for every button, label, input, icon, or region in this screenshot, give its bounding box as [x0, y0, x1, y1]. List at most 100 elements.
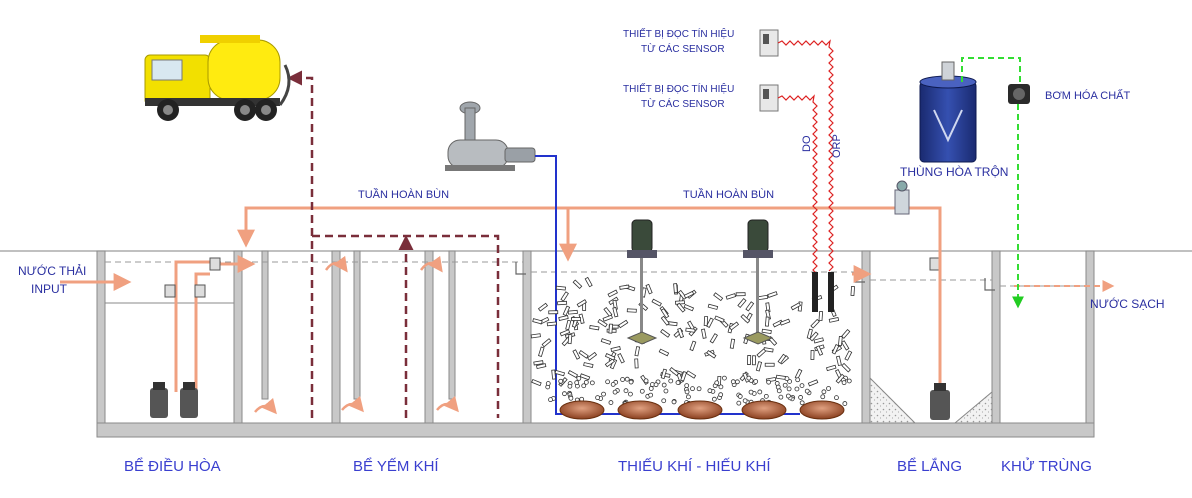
bubble — [696, 386, 702, 392]
input-label-1: NƯỚC THẢI — [18, 263, 86, 278]
bubble — [538, 346, 545, 357]
bubble — [818, 311, 824, 322]
transfer-pipes — [174, 255, 256, 392]
bubble — [618, 319, 629, 329]
bubble — [683, 303, 695, 312]
bubble — [841, 329, 851, 339]
bubble — [728, 321, 740, 331]
bubble — [777, 353, 787, 364]
mixing-tank-icon — [919, 61, 977, 163]
bubble — [673, 283, 678, 294]
bubble — [753, 379, 759, 384]
tank-label-disinfection: KHỬ TRÙNG — [1001, 457, 1092, 475]
bubble — [586, 351, 598, 361]
bubble — [685, 327, 696, 333]
signal-wire — [777, 39, 834, 275]
bubble — [795, 377, 801, 383]
output-label: NƯỚC SẠCH — [1090, 296, 1165, 311]
bubble — [842, 401, 848, 406]
input-label-2: INPUT — [31, 282, 68, 296]
bubble — [608, 400, 614, 405]
bubble — [844, 350, 853, 361]
bubble — [546, 321, 557, 327]
bubble — [576, 375, 582, 381]
bubble — [677, 327, 685, 339]
recycle-label-right: TUẦN HOÀN BÙN — [683, 188, 774, 201]
bubble — [776, 388, 782, 394]
weirs — [515, 262, 995, 291]
bubble — [820, 394, 826, 400]
bubble — [703, 316, 709, 327]
bubble — [809, 331, 819, 342]
bubble — [565, 319, 572, 331]
bubble — [706, 350, 717, 359]
bubble — [683, 290, 695, 299]
bubble — [557, 300, 568, 306]
bubble — [551, 369, 557, 380]
bubble — [531, 378, 542, 387]
bubble — [804, 388, 810, 394]
bubble — [784, 376, 790, 382]
bubble — [584, 276, 593, 288]
bubble — [707, 388, 713, 394]
bubble — [841, 380, 847, 386]
sludge-pipe — [287, 70, 500, 418]
bubble — [778, 394, 784, 400]
pump-icon — [930, 383, 950, 420]
sensor-device-2-line-1: THIẾT BỊ ĐỌC TÍN HIỆU — [623, 82, 734, 95]
bubble — [764, 316, 770, 327]
bubble — [714, 315, 725, 323]
bubble — [745, 301, 755, 312]
chemical-pump-icon — [1008, 84, 1030, 104]
bubble — [751, 355, 757, 366]
bubble — [648, 392, 654, 398]
bubble — [676, 302, 686, 313]
bubble — [624, 376, 630, 382]
bubble — [701, 328, 707, 339]
bubble — [721, 375, 727, 381]
bubble — [707, 303, 719, 310]
bubble — [850, 285, 855, 297]
bubble — [589, 325, 600, 331]
bubble — [799, 383, 805, 388]
bubble — [554, 369, 566, 377]
bubble — [558, 378, 564, 384]
water-level — [105, 261, 1086, 304]
bubble — [612, 306, 619, 318]
bubble — [626, 308, 637, 313]
sensor-device-1-line-2: TỪ CÁC SENSOR — [641, 42, 725, 55]
bubble — [785, 393, 791, 399]
bubble — [742, 398, 748, 404]
bubble — [660, 328, 671, 338]
bubble — [601, 391, 606, 397]
bubble — [597, 318, 608, 328]
bubble — [612, 389, 618, 395]
bubble — [757, 389, 763, 395]
bubble — [767, 291, 778, 298]
bubble — [740, 314, 751, 324]
bubble — [610, 382, 616, 387]
bubble — [581, 383, 587, 389]
bubble — [775, 374, 787, 380]
bubble — [595, 395, 601, 401]
diffuser-icon — [559, 400, 845, 420]
bubble — [537, 302, 549, 312]
bubble — [530, 333, 541, 339]
bubble — [680, 371, 688, 382]
bubble — [807, 379, 819, 387]
bubble — [685, 370, 697, 379]
bubble — [761, 328, 772, 335]
bubble — [794, 368, 803, 380]
bubble — [737, 298, 747, 308]
bubble — [837, 336, 843, 347]
bubble — [713, 292, 724, 302]
sensor-device-2-line-2: TỪ CÁC SENSOR — [641, 97, 725, 110]
bubble — [558, 315, 569, 321]
bubble — [711, 396, 717, 402]
tank-label-anaerobic: BỂ YẾM KHÍ — [353, 457, 439, 475]
bubble — [533, 360, 544, 366]
bubble — [572, 349, 581, 360]
mixing-tank-label: THÙNG HÒA TRỘN — [900, 164, 1008, 179]
bubble — [815, 345, 824, 356]
bubble — [568, 395, 574, 401]
